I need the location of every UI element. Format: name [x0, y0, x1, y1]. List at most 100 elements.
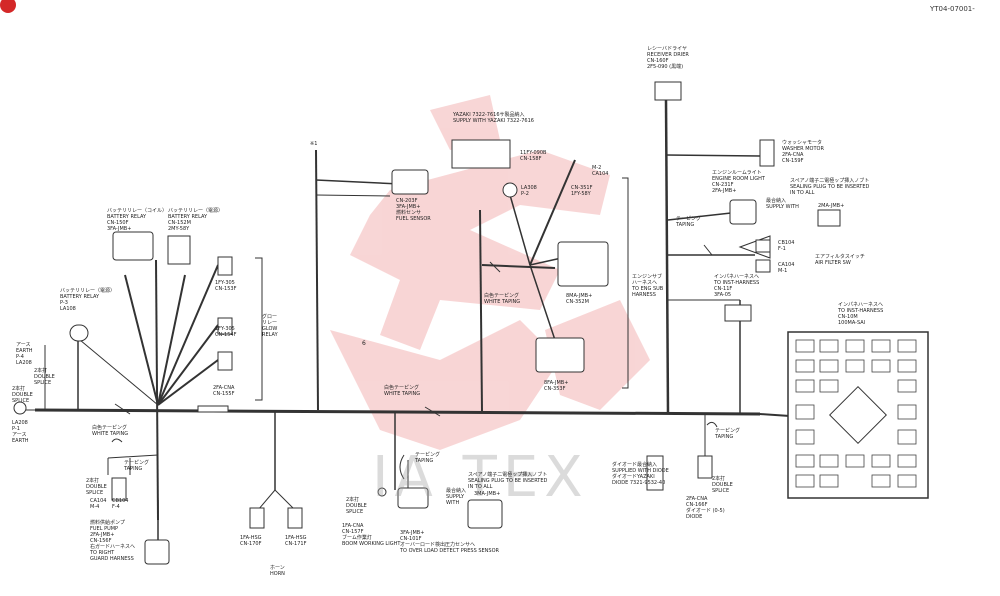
label-line: LA108: [60, 306, 76, 312]
taping-br-label: テーピング TAPING: [715, 428, 740, 440]
note1-label: ※1: [310, 141, 318, 147]
label-line: 2F5-090 (黒端): [647, 64, 684, 70]
label-line: 1FY-305: [215, 280, 235, 286]
label-line: BATTERY RELAY: [168, 214, 208, 220]
label-line: 白色テーピング: [384, 385, 420, 391]
label-line: 2FA-CNA: [782, 152, 804, 158]
label-line: CN-155F: [213, 391, 235, 397]
label-line: SUPPLY WITH: [766, 204, 799, 210]
battery-relay-coil-label: バッテリリレー（コイル） BATTERY RELAY CN-150F 3FA-J…: [107, 208, 167, 232]
label-line: 最合納入: [446, 488, 467, 494]
air-filter-label: エアフィルタスイッチ AIR FILTER SW: [815, 254, 865, 266]
label-line: SPLICE: [12, 398, 30, 404]
label-line: ウォッシャモータ: [782, 140, 823, 146]
label-line: アース: [12, 432, 27, 438]
label-line: LA308: [521, 185, 537, 191]
eng-sub-label: エンジンサブ ハーネスへ TO ENG SUB HARNESS: [632, 274, 663, 298]
label-line: 1FA-HSG: [285, 535, 307, 541]
label-line: CN-158F: [520, 156, 542, 162]
label-line: 2MY-58Y: [168, 226, 190, 232]
label-line: P-4: [16, 354, 24, 360]
label-line: 白色テーピング: [484, 293, 520, 299]
label-line: TAPING: [715, 434, 734, 440]
label-line: CN-170F: [240, 541, 262, 547]
supply-top-label: 最合納入 SUPPLY WITH: [766, 198, 799, 210]
label-line: FUEL PUMP: [90, 526, 119, 532]
engine-light-label: エンジンルームライト ENGINE ROOM LIGHT CN-231F 2FA…: [712, 170, 765, 194]
label-line: CN-153F: [215, 286, 237, 292]
label-line: FUEL SENSOR: [396, 216, 431, 222]
m2-label: M-2 CA104: [592, 165, 608, 177]
label-line: SPLICE: [86, 490, 104, 496]
label-line: 3FA-JMB+: [107, 226, 132, 232]
label-line: インパネハーネスへ: [714, 274, 760, 280]
label-line: 燃料供給ポンプ: [90, 520, 125, 526]
cn203-label: CN-203F 3FA-JMB+ 燃料センサ FUEL SENSOR: [396, 198, 431, 222]
earth-bottom-label: LA208 P-1 アース EARTH: [12, 420, 29, 444]
label-line: 1FY-58Y: [571, 191, 591, 197]
label-line: CN-150F: [107, 220, 129, 226]
label-line: TO RIGHT: [90, 550, 115, 556]
ca104-m1-label: CA104 M-1: [778, 262, 794, 274]
label-line: BOOM WORKING LIGHT: [342, 541, 401, 547]
label-line: ダイオードYAZAKI: [612, 474, 655, 480]
ca104-m4-label: CA104 M-4: [90, 498, 106, 510]
label-line: ハーネスへ: [632, 280, 658, 286]
label-line: 2本打: [86, 478, 100, 484]
glow-relay-label: グロー リレー GLOW RELAY: [262, 314, 278, 338]
label-line: WITH: [446, 500, 460, 506]
label-line: TAPING: [676, 222, 695, 228]
watermark-text: IA TEX: [372, 445, 589, 510]
label-line: CN-156F: [90, 538, 112, 544]
label-line: 右ガードハーネスへ: [90, 544, 136, 550]
cb104-f4-label: CB104 F-4: [112, 498, 128, 510]
label-line: インパネハーネスへ: [838, 302, 884, 308]
sealing-bottom-label: スペアノ端子二電極ップ挿入ノブト SEALING PLUG TO BE INSE…: [468, 472, 547, 490]
label-line: テーピング: [676, 216, 702, 222]
label-line: 2FA-JMB+: [90, 532, 115, 538]
label-line: ダイオード最合納入: [612, 462, 658, 468]
cn352-label: 8MA-JMB+ CN-352M: [566, 293, 592, 305]
label-line: GUARD HARNESS: [90, 556, 134, 562]
label-line: M-2: [592, 165, 602, 171]
label-line: ブーム作業灯: [342, 535, 372, 541]
label-line: DOUBLE: [712, 482, 733, 488]
doc-code: YT04-07001-: [930, 5, 975, 13]
label-line: BATTERY RELAY: [107, 214, 147, 220]
earth-top-label: アース EARTH P-4 LA208: [16, 342, 33, 366]
label-line: WHITE TAPING: [484, 299, 521, 305]
label-line: SUPPLY: [446, 494, 465, 500]
label-line: ダイオード (0-5): [686, 508, 725, 514]
label-line: WASHER MOTOR: [782, 146, 824, 152]
label-line: アース: [16, 342, 31, 348]
label-line: CN-352M: [566, 299, 589, 305]
taping-bl-label: テーピング TAPING: [124, 460, 149, 472]
double-splice-right-label: 2本打 DOUBLE SPLICE: [712, 476, 733, 494]
label-line: SPLICE: [712, 488, 730, 494]
label-line: DOUBLE: [12, 392, 33, 398]
label-line: TAPING: [124, 466, 143, 472]
label-line: DOUBLE: [34, 374, 55, 380]
label-line: CA104: [90, 498, 107, 504]
la308-label: LA308 P-2: [521, 185, 537, 197]
overload-sensor-label: 3FA-JMB+ CN-101F オーバーロード検出圧力センサへ TO OVER…: [400, 530, 499, 554]
label-line: M-1: [778, 268, 788, 274]
label-line: F-4: [112, 504, 120, 510]
label-line: スペアノ端子二電極ップ挿入ノブト: [468, 472, 548, 478]
label-line: F-1: [778, 246, 786, 252]
label-line: 白色テーピング: [92, 425, 128, 431]
label-line: CN-351F: [571, 185, 593, 191]
label-line: TAPING: [415, 458, 434, 464]
label-line: リレー: [262, 320, 278, 326]
label-line: グロー: [262, 314, 278, 320]
fuel-pump-label: 燃料供給ポンプ FUEL PUMP 2FA-JMB+ CN-156F 右ガードハ…: [90, 520, 135, 562]
label-line: DOUBLE: [346, 503, 367, 509]
receiver-label: レシーバドライヤ RECEIVER DRIER CN-160F 2F5-090 …: [647, 46, 689, 70]
label-line: TO INST-HARNESS: [838, 308, 884, 314]
label-line: SEALING PLUG TO BE INSERTED: [790, 184, 870, 190]
battery-relay-power-label: バッテリリレー（電源） BATTERY RELAY CN-152M 2MY-58…: [168, 208, 223, 232]
horn2-label: 1FA-HSG CN-171F: [285, 535, 307, 547]
inst1-label: インパネハーネスへ TO INST-HARNESS CN-11F 3FA-05: [714, 274, 759, 298]
